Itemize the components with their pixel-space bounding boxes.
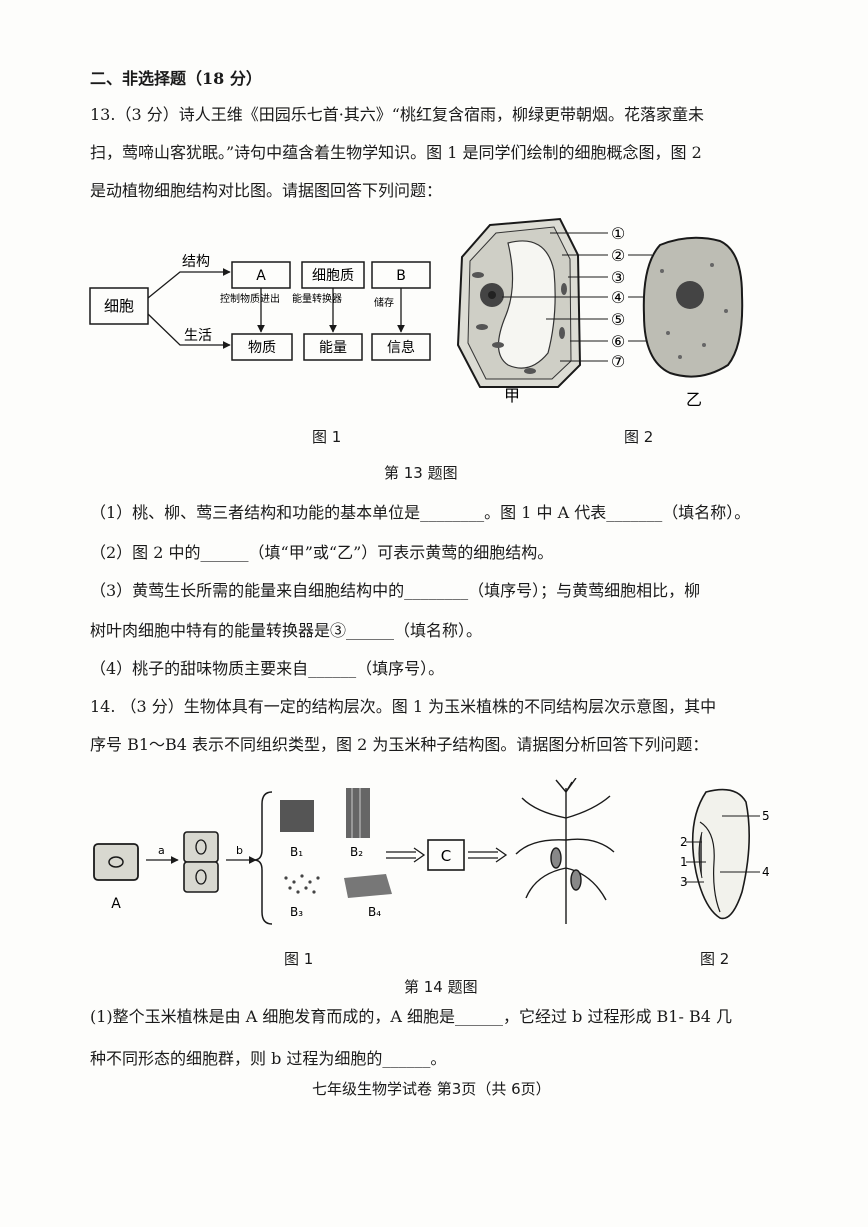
tissue-b2 (346, 788, 370, 838)
concept-box-a-label: A (256, 268, 266, 284)
organ-c-box (427, 839, 465, 871)
cell-label-2: ② (611, 246, 625, 265)
cell-a (93, 843, 139, 881)
concept-box-cytoplasm-label: 细胞质 (312, 268, 354, 284)
arrow-a-label: a (158, 844, 165, 857)
q14-corn-levels-diagram: A a b B₁ B₂ B₃ B₄ C (93, 778, 615, 925)
q14-question-1b: 种不同形态的细胞群，则 b 过程为细胞的______。 (90, 1049, 447, 1068)
cell-name-plant: 甲 (504, 386, 520, 405)
q14-fig2-caption: 图 2 (700, 950, 730, 968)
branch-top-arrow (147, 268, 231, 299)
branch-bottom-arrow (147, 313, 231, 349)
concept-box-matter-label: 物质 (248, 340, 276, 356)
concept-box-matter (231, 333, 293, 361)
arrow-label-store: 储存 (374, 296, 394, 309)
q14-stem-line-2: 序号 B1～B4 表示不同组织类型，图 2 为玉米种子结构图。请据图分析回答下列… (90, 735, 709, 754)
branch-top-label: 结构 (182, 254, 210, 270)
corn-plant (515, 778, 615, 924)
seed-label-1: 1 (680, 855, 688, 869)
q14-figure-title: 第 14 题图 (404, 978, 478, 996)
q13-concept-map: 细胞 结构 生活 A 细胞质 B 控制物质进出 能量转换器 储存 物质 能量 信… (89, 254, 431, 361)
tissue-b4 (344, 874, 392, 898)
concept-box-info (371, 333, 431, 361)
q13-figure-title: 第 13 题图 (384, 464, 458, 482)
seed-outline (691, 788, 750, 920)
cell-label-1: ① (611, 224, 625, 243)
q13-stem-line-1: 13.（3 分）诗人王维《田园乐七首·其六》“桃红复含宿雨，柳绿更带朝烟。花落家… (90, 105, 704, 124)
arrow-label-energy: 能量转换器 (292, 292, 342, 305)
tissue-b1-label: B₁ (290, 845, 303, 859)
q14-stem-line-1: 14. （3 分）生物体具有一定的结构层次。图 1 为玉米植株的不同结构层次示意… (90, 697, 717, 716)
cell-a-label: A (111, 896, 121, 912)
tissue-b4-label: B₄ (368, 905, 381, 919)
animal-cell (642, 236, 744, 378)
seed-label-2: 2 (680, 835, 688, 849)
q13-stem-line-2: 扫，莺啼山客犹眠。”诗句中蕴含着生物学知识。图 1 是同学们绘制的细胞概念图，图… (90, 143, 702, 162)
concept-root-box (89, 287, 149, 325)
q13-stem-line-3: 是动植物细胞结构对比图。请据图回答下列问题： (90, 181, 443, 200)
tissue-b2-label: B₂ (350, 845, 363, 859)
cell-label-3: ③ (611, 268, 625, 287)
section-title: 二、非选择题（18 分） (90, 69, 262, 88)
concept-box-energy (303, 333, 363, 361)
arrow-label-control: 控制物质进出 (220, 292, 280, 305)
plant-cell (456, 217, 582, 388)
tissue-b3-label: B₃ (290, 905, 303, 919)
tissue-b3 (284, 874, 320, 894)
q13-question-1: （1）桃、柳、莺三者结构和功能的基本单位是________。图 1 中 A 代表… (90, 503, 751, 522)
q13-question-3a: （3）黄莺生长所需的能量来自细胞结构中的________（填序号）；与黄莺细胞相… (90, 581, 701, 600)
tissue-b1 (280, 800, 314, 832)
cell-label-6: ⑥ (611, 332, 625, 351)
cell-label-7: ⑦ (611, 352, 625, 371)
q13-fig1-caption: 图 1 (312, 428, 342, 446)
concept-box-info-label: 信息 (387, 339, 415, 356)
q14-fig1-caption: 图 1 (284, 950, 314, 968)
q13-question-4: （4）桃子的甜味物质主要来自______（填序号）。 (90, 659, 445, 678)
seed-label-4: 4 (762, 865, 770, 879)
cell-name-animal: 乙 (686, 390, 702, 409)
cell-label-4: ④ (611, 288, 625, 307)
arrow-b-label: b (236, 844, 243, 857)
concept-root-label: 细胞 (104, 297, 134, 315)
seed-label-3: 3 (680, 875, 688, 889)
seed-label-5: 5 (762, 809, 770, 823)
q14-corn-seed-diagram: 2 1 3 5 4 (680, 788, 770, 920)
page-footer: 七年级生物学试卷 第3页（共 6页） (312, 1080, 551, 1098)
q13-question-3b: 树叶肉细胞中特有的能量转换器是③______（填名称）。 (90, 621, 483, 640)
concept-box-energy-label: 能量 (319, 340, 347, 356)
q13-cell-diagram: ① ② ③ ④ ⑤ ⑥ ⑦ 甲 乙 (456, 217, 744, 409)
concept-box-b-label: B (396, 268, 406, 284)
organ-c-label: C (441, 847, 451, 865)
q13-fig2-caption: 图 2 (624, 428, 654, 446)
q13-question-2: （2）图 2 中的______（填“甲”或“乙”）可表示黄莺的细胞结构。 (90, 543, 554, 562)
branch-bottom-label: 生活 (184, 328, 212, 344)
cell-label-5: ⑤ (611, 310, 625, 329)
q14-question-1a: (1)整个玉米植株是由 A 细胞发育而成的，A 细胞是______，它经过 b … (90, 1007, 732, 1026)
